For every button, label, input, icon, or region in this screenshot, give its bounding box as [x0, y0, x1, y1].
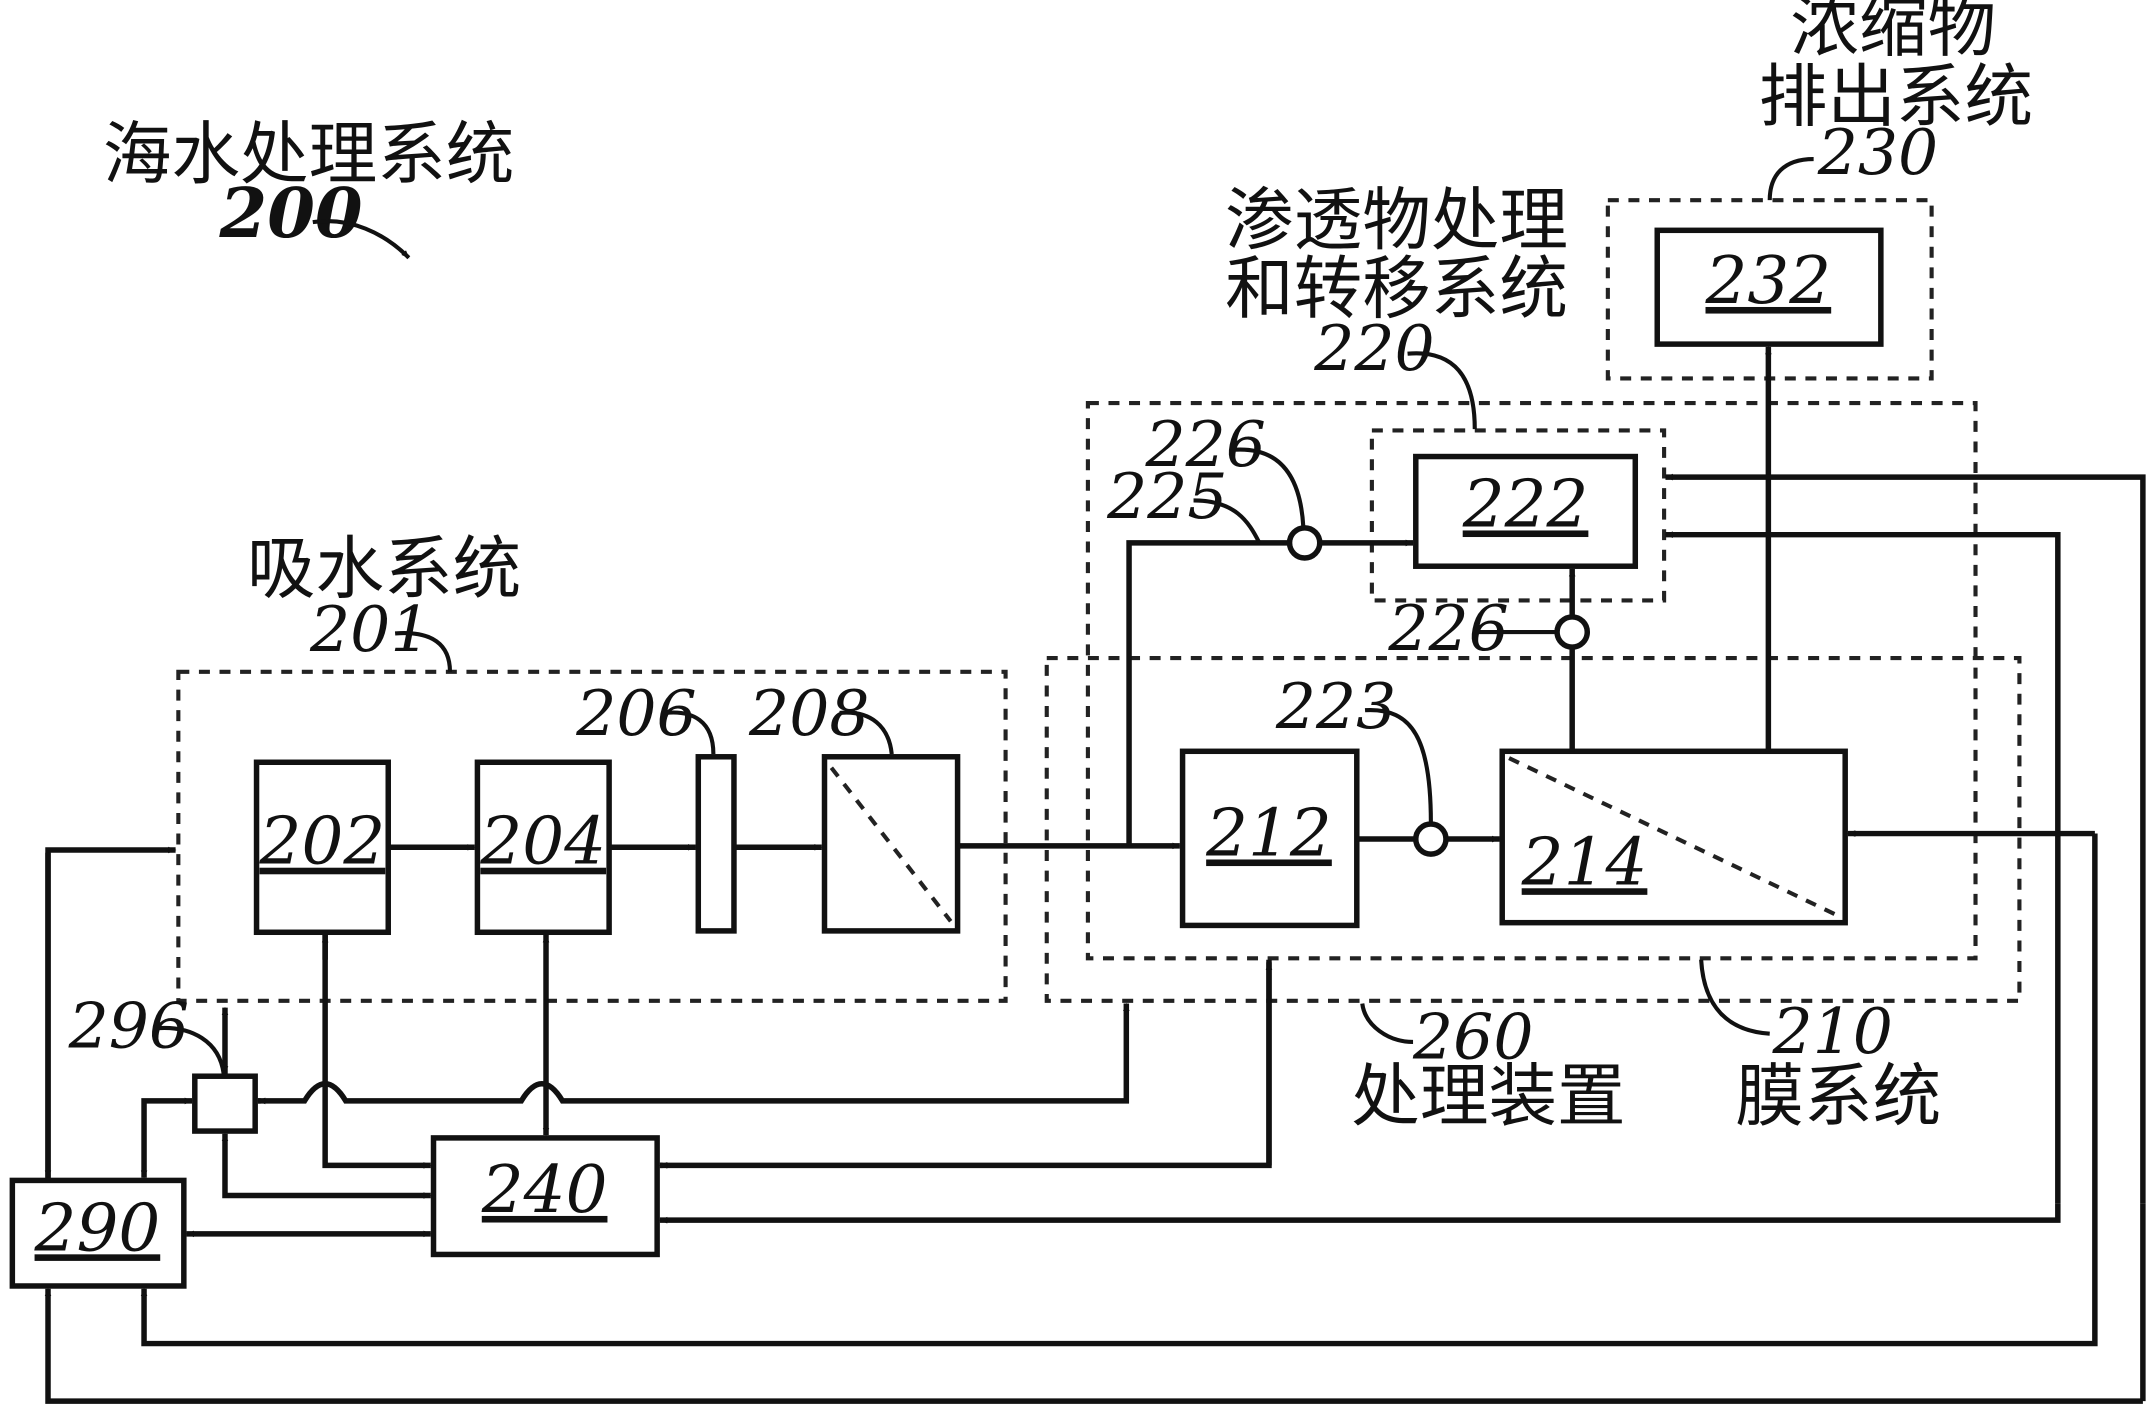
leader-210 — [1699, 959, 1770, 1036]
link-296-240 — [221, 1132, 432, 1199]
pump-223 — [1413, 821, 1449, 857]
callout-206: 206 — [575, 676, 696, 750]
line-225 — [1126, 540, 1290, 846]
treatment-device-number: 260 — [1412, 999, 1533, 1073]
intake-system-number: 201 — [309, 592, 430, 666]
block-232-label: 232 — [1705, 242, 1832, 319]
block-204 — [474, 759, 612, 936]
block-214-label: 214 — [1521, 823, 1648, 900]
signal-to-240-lower — [659, 1203, 2061, 1224]
block-214 — [1499, 748, 1848, 926]
leader-201 — [394, 631, 453, 672]
block-240-label: 240 — [481, 1151, 608, 1228]
callout-208: 208 — [748, 676, 869, 750]
leader-296 — [156, 1025, 226, 1074]
permeate-system-number: 220 — [1313, 311, 1434, 385]
leader-208 — [839, 710, 894, 755]
block-204-label: 204 — [479, 803, 606, 880]
node-296 — [192, 1073, 258, 1134]
pump-226-lower — [1554, 614, 1591, 650]
callout-226-lower: 226 — [1387, 591, 1508, 665]
concentrate-system-number: 230 — [1817, 115, 1938, 189]
signal-to-240-upper — [659, 959, 1272, 1169]
treatment-device-name: 处理装置 — [1351, 1057, 1625, 1137]
permeate-system-name-2: 和转移系统 — [1225, 250, 1568, 330]
link-296-treatment — [257, 1002, 1130, 1104]
block-212-label: 212 — [1205, 795, 1332, 872]
leader-206 — [665, 710, 716, 755]
block-232 — [1654, 227, 1884, 347]
block-202-label: 202 — [259, 803, 386, 880]
leader-225 — [1193, 498, 1262, 544]
leader-260 — [1360, 1003, 1414, 1045]
leader-220 — [1407, 351, 1477, 430]
block-202 — [253, 759, 391, 936]
signal-to-222-lower — [1664, 531, 2061, 1204]
link-290-296 — [140, 1097, 193, 1179]
leader-223 — [1364, 708, 1433, 823]
permeate-inner-frame — [1369, 428, 1667, 603]
intake-system-frame — [176, 669, 1008, 1003]
link-202-240 — [322, 935, 432, 1169]
callout-226-upper: 226 — [1145, 407, 1266, 481]
treatment-device-frame — [1044, 656, 2022, 1003]
block-212 — [1179, 748, 1360, 929]
system-number: 200 — [219, 174, 363, 254]
signal-to-222-upper — [1664, 473, 2146, 1204]
concentrate-system-name-2: 排出系统 — [1759, 58, 2033, 138]
concentrate-system-name-1: 浓缩物 — [1790, 0, 1996, 68]
block-222-label: 222 — [1462, 465, 1589, 542]
block-290-label: 290 — [34, 1189, 161, 1266]
element-206 — [695, 754, 737, 934]
system-pointer-arrow — [312, 219, 411, 260]
callout-296: 296 — [68, 988, 189, 1062]
signal-to-290-bottom-outer — [44, 1287, 2143, 1404]
intake-system-name: 吸水系统 — [247, 529, 521, 609]
callout-223: 223 — [1275, 669, 1396, 743]
block-240 — [430, 1135, 660, 1258]
block-222 — [1413, 453, 1639, 569]
permeate-system-name-1: 渗透物处理 — [1225, 181, 1568, 261]
system-title: 海水处理系统 — [103, 115, 515, 195]
leader-230 — [1767, 156, 1814, 201]
signal-to-290-bottom-inner — [140, 833, 2098, 1347]
pump-226-upper — [1286, 525, 1323, 561]
callout-225: 225 — [1106, 459, 1227, 533]
block-290 — [9, 1177, 187, 1289]
membrane-system-number: 210 — [1771, 994, 1892, 1068]
membrane-system-name: 膜系统 — [1735, 1057, 1941, 1137]
leader-226-upper — [1234, 447, 1306, 527]
